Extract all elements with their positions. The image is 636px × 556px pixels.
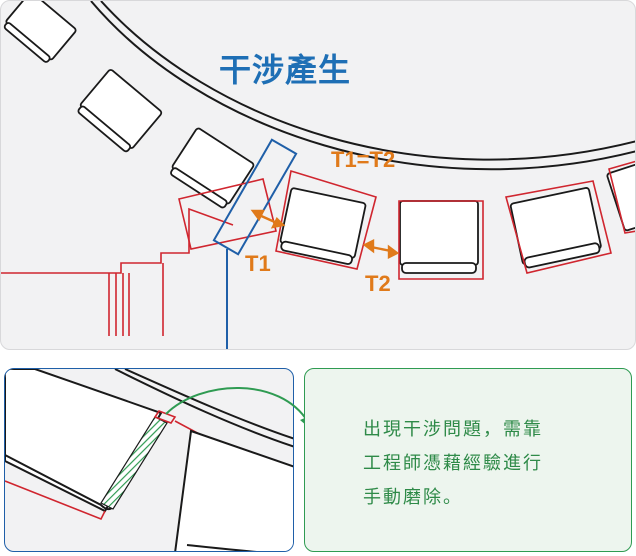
- red-fixture-outline: [1, 207, 234, 336]
- segment-blocks: [3, 1, 635, 274]
- note-line-3: 手動磨除。: [363, 487, 463, 508]
- note-line-2: 工程師憑藉經驗進行: [363, 453, 543, 474]
- note-text: 出現干涉問題，需靠 工程師憑藉經驗進行 手動磨除。: [363, 413, 543, 515]
- overview-drawing: [1, 1, 635, 349]
- ring-arcs: [90, 1, 635, 171]
- dimension-label-t2: T2: [365, 271, 391, 296]
- note-line-1: 出現干涉問題，需靠: [363, 419, 543, 440]
- interference-hatched-area: [100, 416, 168, 510]
- page-title: 干涉產生: [219, 51, 352, 89]
- overview-panel: 干涉產生 T1=T2 T1 T2: [0, 0, 636, 350]
- zoom-panel: [4, 368, 294, 552]
- note-panel: 出現干涉問題，需靠 工程師憑藉經驗進行 手動磨除。: [304, 368, 632, 552]
- dimension-arrows: [250, 209, 400, 259]
- zoom-drawing: [5, 369, 293, 551]
- interference-highlight-box: [212, 138, 298, 256]
- equation-label: T1=T2: [331, 147, 396, 172]
- dimension-label-t1: T1: [245, 251, 271, 276]
